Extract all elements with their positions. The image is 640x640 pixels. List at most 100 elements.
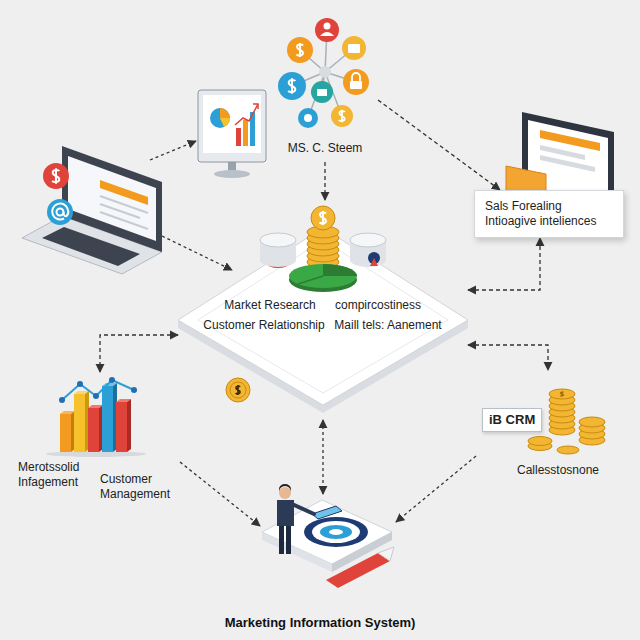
platform-illustration xyxy=(260,253,296,267)
flow-line xyxy=(150,141,196,160)
icon-cluster xyxy=(339,110,345,123)
laptop-icon xyxy=(52,203,68,219)
bar-chart xyxy=(74,394,85,452)
platform-outline xyxy=(178,200,468,415)
icon-cluster xyxy=(342,36,366,60)
icon-cluster xyxy=(331,105,353,127)
analyst-figure xyxy=(292,504,314,514)
chart-monitor xyxy=(236,128,241,146)
chart-monitor xyxy=(235,104,258,125)
bar-chart xyxy=(93,393,99,399)
platform-illustration xyxy=(226,378,250,402)
info-panel: Sals Forealing Intioagive inteliences xyxy=(474,190,624,238)
chart-monitor xyxy=(203,95,261,153)
chart-node: Merotssolid InfagementCustomer Managemen… xyxy=(12,372,176,512)
bar-chart xyxy=(127,399,131,452)
platform-outline xyxy=(198,240,448,393)
analyst-figure xyxy=(312,506,342,519)
analyst-figure xyxy=(326,553,390,588)
analyst-figure xyxy=(286,522,291,554)
laptop-icon xyxy=(68,156,156,241)
chart-monitor xyxy=(214,170,250,178)
coin-stacks xyxy=(549,389,575,399)
laptop-icon xyxy=(47,199,73,225)
icon-cluster xyxy=(311,81,333,103)
icon-cluster xyxy=(343,69,369,95)
cluster-label: MS. C. Steem xyxy=(288,141,363,156)
flow-connector xyxy=(468,345,548,370)
platform-illustration xyxy=(370,258,378,266)
bar-chart xyxy=(109,377,115,383)
flow-line xyxy=(180,462,260,526)
icon-cluster xyxy=(297,43,304,57)
crm-tag: iB CRM xyxy=(482,408,542,432)
flow-line xyxy=(162,236,232,270)
platform-illustration xyxy=(260,233,296,247)
chart-monitor xyxy=(210,108,230,128)
platform-label: Maill tels: Aanement xyxy=(334,318,441,333)
laptop-icon xyxy=(22,146,162,274)
flow-connector xyxy=(100,335,178,372)
flow-connector xyxy=(468,238,540,290)
platform-label: Customer Relationship xyxy=(203,318,324,333)
bar-chart xyxy=(102,386,113,452)
laptop-icon xyxy=(57,209,64,216)
chart-monitor xyxy=(198,90,266,162)
platform-illustration xyxy=(311,206,335,230)
icon-cluster xyxy=(352,73,360,81)
laptop-icon xyxy=(52,168,59,183)
diagram-title: Marketing Information System) xyxy=(0,615,640,630)
analyst-figure xyxy=(279,487,291,499)
coin-stacks xyxy=(579,417,605,427)
icon-cluster xyxy=(278,72,306,100)
analyst-figure xyxy=(320,525,352,539)
laptop-icon xyxy=(100,180,148,205)
icon-cluster xyxy=(320,32,334,36)
analyst-figure xyxy=(329,529,343,535)
panel-text: Sals Forealing Intioagive inteliences xyxy=(485,199,613,229)
icon-cluster xyxy=(287,37,313,63)
laptop-icon xyxy=(62,146,162,252)
coin-stacks xyxy=(560,392,563,397)
platform-illustration xyxy=(350,253,386,267)
analyst-figure xyxy=(312,521,360,543)
platform-illustration xyxy=(236,385,241,395)
platform-illustration xyxy=(320,211,327,225)
chart-monitor xyxy=(220,118,230,127)
icon-cluster xyxy=(315,18,339,42)
platform-illustration xyxy=(350,233,386,247)
icon-cluster xyxy=(348,44,360,53)
bar-chart xyxy=(60,414,71,452)
icon-cluster xyxy=(298,108,318,128)
chart-monitor xyxy=(253,104,258,109)
icon-cluster xyxy=(319,66,331,78)
crm-node: iB CRMCallesstosnone xyxy=(478,370,618,485)
coin-stacks xyxy=(557,446,579,454)
icon-cluster xyxy=(288,78,295,93)
coin-stacks xyxy=(528,437,552,446)
laptop-icon xyxy=(43,163,69,189)
icon-cluster xyxy=(350,81,362,89)
flow-connector xyxy=(378,100,500,190)
platform-illustration xyxy=(307,206,339,268)
flow-line xyxy=(150,141,476,526)
flow-line xyxy=(396,456,476,522)
platform-illustration xyxy=(289,264,357,288)
icon-cluster xyxy=(278,18,369,128)
analyst-figure xyxy=(279,484,291,492)
chart-label: Customer Management xyxy=(100,472,174,502)
bar-chart xyxy=(77,381,83,387)
bar-chart xyxy=(116,402,127,452)
bar-chart xyxy=(59,397,65,403)
analyst-figure xyxy=(262,500,392,564)
platform-illustration xyxy=(323,264,357,276)
platform-illustration xyxy=(298,276,323,284)
platform-outline xyxy=(178,228,468,405)
icon-cluster-node: MS. C. Steem xyxy=(272,12,378,162)
platform-node: Market ResearchcompircostinessCustomer R… xyxy=(178,200,468,415)
platform-label: compircostiness xyxy=(335,298,421,313)
report-monitor xyxy=(540,155,595,172)
bar-chart xyxy=(46,377,146,457)
analyst-figure xyxy=(262,484,394,588)
chart-label: Merotssolid Infagement xyxy=(18,460,98,490)
